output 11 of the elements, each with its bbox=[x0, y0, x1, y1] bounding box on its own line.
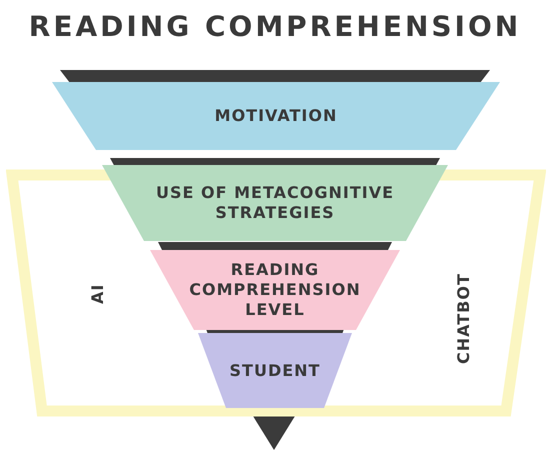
band-label: READING COMPREHENSION LEVEL bbox=[188, 260, 362, 320]
side-label: CHATBOT bbox=[454, 273, 473, 364]
band-label: STUDENT bbox=[230, 360, 320, 380]
funnel-band bbox=[102, 165, 448, 241]
band-label: USE OF METACOGNITIVE STRATEGIES bbox=[154, 183, 396, 223]
diagram-title: READING COMPREHENSION bbox=[28, 10, 522, 43]
funnel-band bbox=[52, 82, 500, 150]
funnel-band bbox=[198, 333, 352, 408]
funnel-band bbox=[150, 250, 400, 330]
band-label: MOTIVATION bbox=[214, 106, 338, 126]
side-label: AI bbox=[88, 284, 107, 304]
